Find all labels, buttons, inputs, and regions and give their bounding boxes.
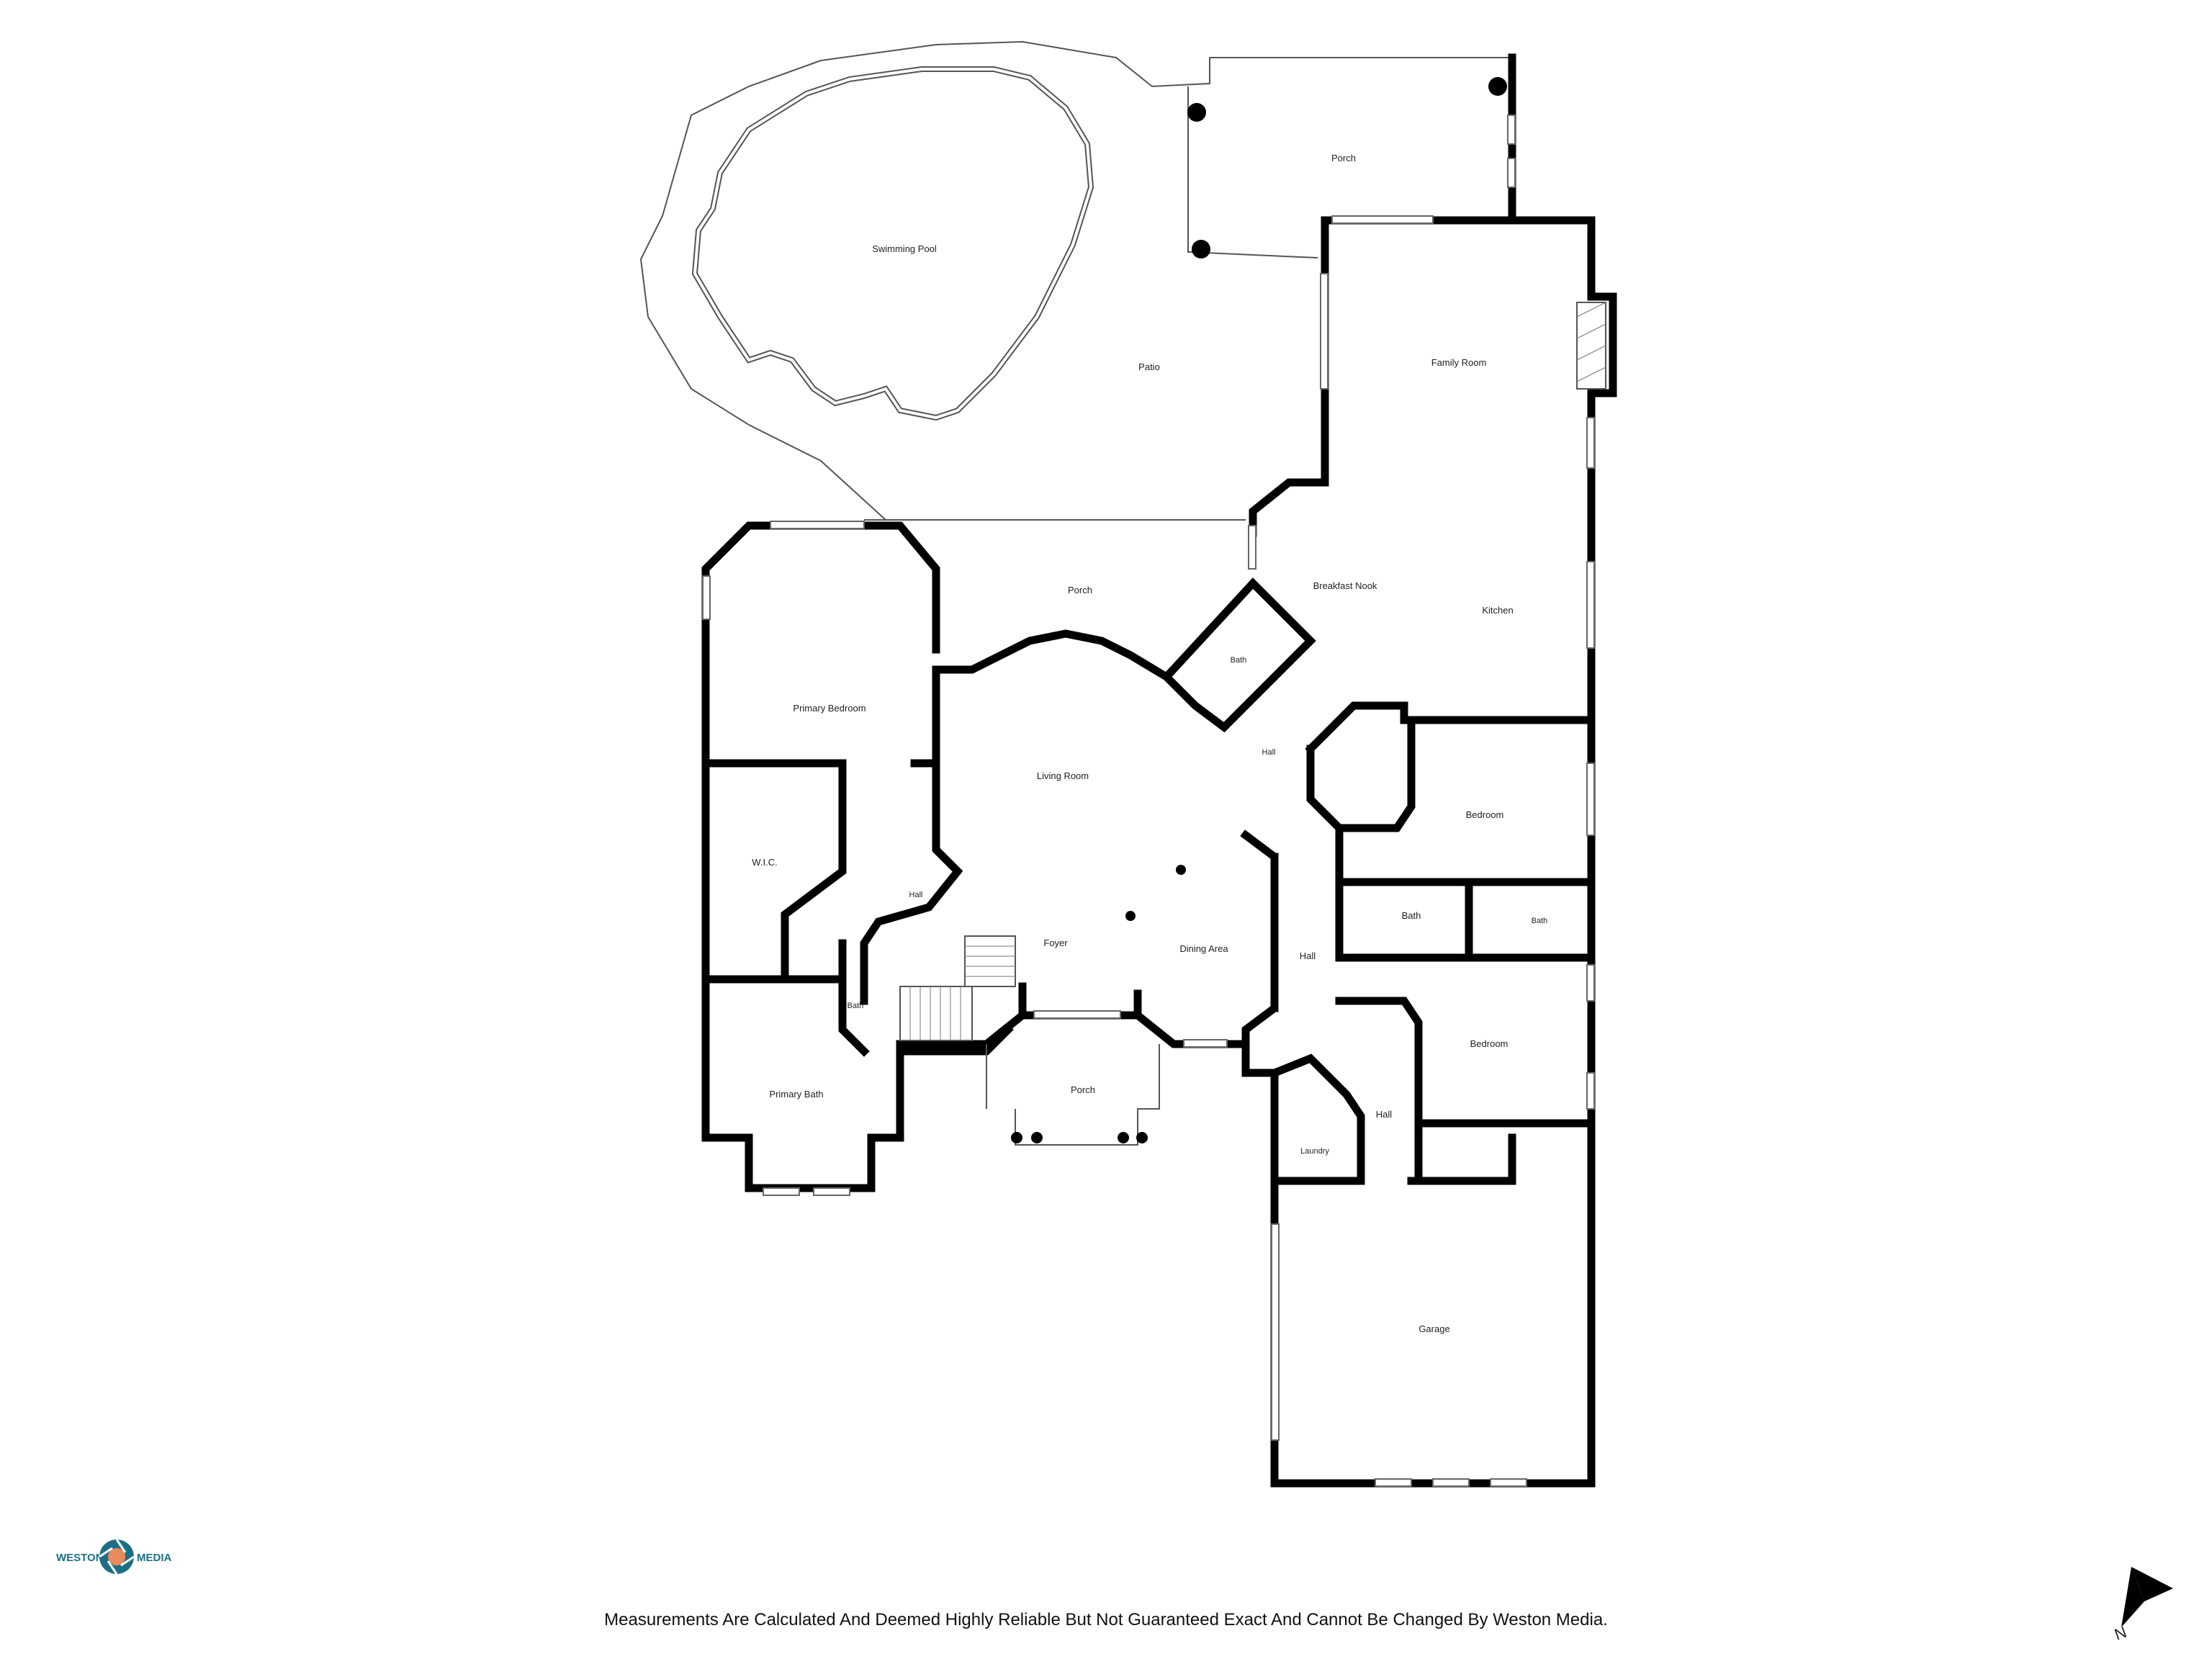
window-marker <box>702 575 711 620</box>
post-marker <box>1031 1132 1043 1143</box>
porch-back-outline <box>1187 86 1318 258</box>
room-label-hall-lower: Hall <box>1376 1109 1393 1120</box>
wall-hall-closet <box>1305 701 1416 832</box>
window-marker <box>1375 1478 1412 1487</box>
window-marker <box>1320 273 1328 390</box>
windows <box>702 114 1595 1487</box>
wall-living-top <box>932 629 1172 683</box>
window-marker <box>1586 561 1595 649</box>
wall-laundry <box>1269 1053 1365 1185</box>
room-label-laundry: Laundry <box>1300 1147 1329 1156</box>
post-marker <box>1187 103 1206 122</box>
window-marker <box>770 521 865 529</box>
post-marker <box>1118 1132 1129 1143</box>
logo-text-right: MEDIA <box>137 1552 172 1564</box>
window-marker <box>1033 1010 1121 1019</box>
wall-fireplace <box>1587 292 1617 397</box>
room-label-foyer: Foyer <box>1043 938 1068 948</box>
window-marker <box>1586 1072 1595 1110</box>
room-label-hall-right: Hall <box>1300 950 1316 961</box>
room-label-garage: Garage <box>1419 1323 1449 1334</box>
window-marker <box>1507 114 1516 145</box>
room-label-primary-bath: Primary Bath <box>769 1089 823 1100</box>
wall-family-left <box>1249 216 1516 537</box>
window-marker <box>1507 158 1516 188</box>
stairs <box>899 935 1016 1041</box>
room-label-bath-right-b: Bath <box>1532 917 1548 925</box>
wall-bedroom-lower <box>1335 997 1596 1185</box>
logo-text-left: WESTON <box>56 1552 104 1564</box>
room-label-porch-front: Porch <box>1071 1084 1095 1095</box>
post-marker <box>1136 1132 1148 1143</box>
compass-arrow-icon <box>2121 1567 2144 1627</box>
stair-lower <box>899 986 973 1041</box>
column-marker <box>1125 911 1136 921</box>
room-label-patio: Patio <box>1138 361 1160 372</box>
wall-bedroom-upper <box>1335 716 1596 886</box>
wall-bath-right <box>1335 878 1596 962</box>
room-label-bath-right-a: Bath <box>1402 910 1421 921</box>
room-label-porch-back: Porch <box>1068 585 1092 595</box>
window-marker <box>1490 1478 1527 1487</box>
wall-living-left <box>860 665 963 1005</box>
window-marker <box>1271 1223 1280 1441</box>
window-marker <box>1586 964 1595 1002</box>
stair-upper <box>964 935 1016 987</box>
column-marker <box>1176 865 1186 875</box>
window-marker <box>1432 1478 1470 1487</box>
room-label-hall-center: Hall <box>1262 748 1276 757</box>
pool-edge-inner <box>693 68 1093 420</box>
wall-bath-center <box>1161 577 1316 733</box>
room-label-kitchen: Kitchen <box>1482 605 1513 616</box>
window-marker <box>1586 763 1595 836</box>
room-label-swimming-pool: Swimming Pool <box>872 243 937 254</box>
north-compass: N <box>2112 1567 2173 1642</box>
weston-media-logo: WESTON MEDIA <box>56 1539 172 1575</box>
room-label-primary-bedroom: Primary Bedroom <box>793 703 866 714</box>
fireplace <box>1576 302 1606 390</box>
wall-primary-bath-top <box>701 939 870 1057</box>
post-marker <box>1192 240 1210 258</box>
window-marker <box>1331 215 1434 224</box>
post-marker <box>1488 77 1507 96</box>
room-label-breakfast-nook: Breakfast Nook <box>1313 580 1377 591</box>
room-label-living-room: Living Room <box>1037 770 1089 781</box>
window-marker <box>1248 525 1256 570</box>
room-label-hall-small: Hall <box>909 891 923 899</box>
room-label-bedroom-upper: Bedroom <box>1466 809 1504 820</box>
room-label-bedroom-lower: Bedroom <box>1470 1038 1509 1049</box>
room-label-bath-center: Bath <box>1231 656 1247 665</box>
post-marker <box>1011 1132 1022 1143</box>
room-labels: Porch Swimming Pool Patio Family Room Po… <box>752 153 1547 1334</box>
pool-deck-outline <box>639 40 1512 521</box>
room-label-wic: W.I.C. <box>752 857 777 868</box>
wall-primary-suite <box>701 521 1014 1192</box>
window-marker <box>763 1187 800 1196</box>
window-marker <box>813 1187 850 1196</box>
outdoor-outlines <box>639 40 1512 521</box>
room-label-porch-top: Porch <box>1331 153 1356 163</box>
disclaimer-text: Measurements Are Calculated And Deemed H… <box>604 1610 1608 1629</box>
room-label-dining-area: Dining Area <box>1179 943 1228 954</box>
front-porch <box>986 865 1186 1146</box>
window-marker <box>1586 417 1595 469</box>
window-marker <box>1183 1039 1228 1048</box>
exterior-walls <box>701 53 1617 1488</box>
wall-wic <box>701 759 847 984</box>
wall-family-room <box>1240 53 1617 1488</box>
room-label-family-room: Family Room <box>1431 357 1487 368</box>
wall-foyer-stub <box>1018 982 1250 1077</box>
room-label-bath-primary-small: Bath <box>848 1002 864 1010</box>
